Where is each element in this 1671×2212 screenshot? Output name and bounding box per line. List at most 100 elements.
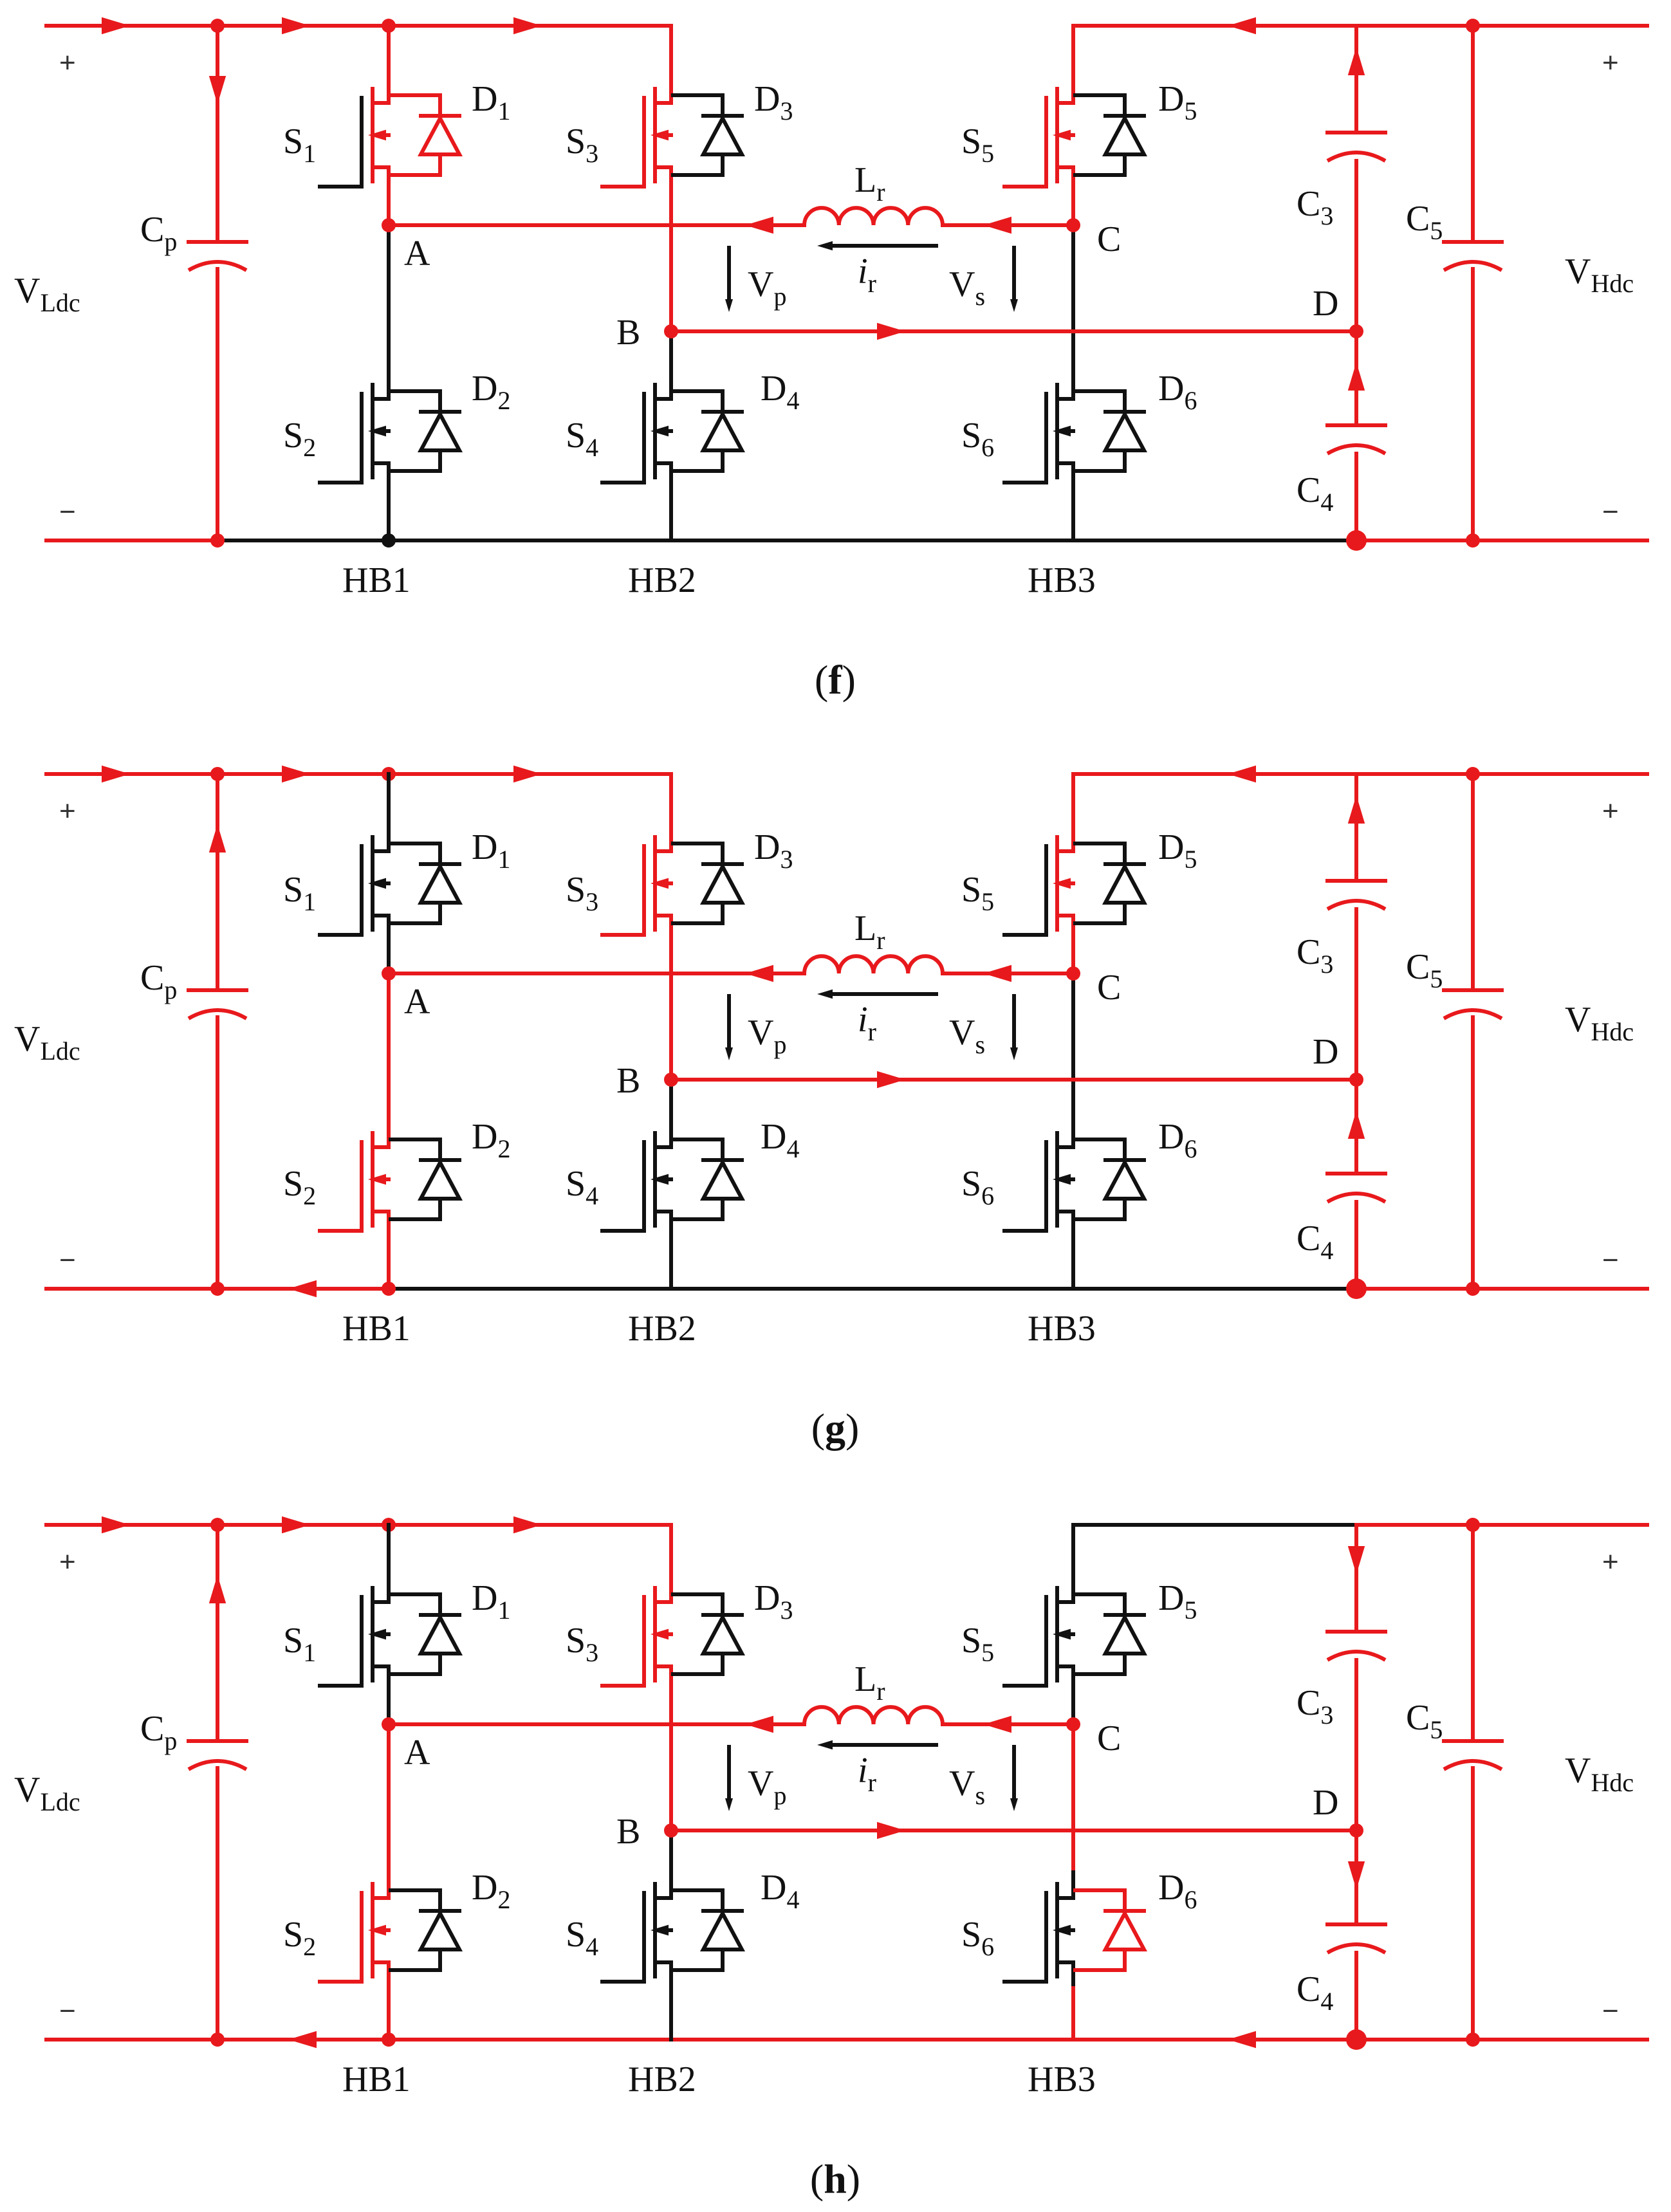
s5-diode-bottom	[1073, 1657, 1127, 1676]
vldc-label: VLdc	[14, 1019, 80, 1065]
d2-label-sub: 2	[497, 1885, 510, 1914]
s4-label-main: S	[566, 1915, 586, 1955]
node-b-label: B	[616, 313, 640, 353]
d1-label: D1	[472, 79, 510, 125]
s1-diode-top	[389, 93, 442, 112]
c3-capacitor-plate-bottom	[1326, 1650, 1387, 1662]
s5-label: S5	[961, 1621, 994, 1667]
c5-label-main: C	[1406, 199, 1430, 239]
d4-label: D4	[761, 1117, 799, 1163]
s3	[600, 75, 746, 195]
vp-label-main: V	[748, 1764, 773, 1803]
s6-label: S6	[961, 416, 994, 462]
s3-label-sub: 3	[586, 139, 598, 168]
c5-label-sub: 5	[1430, 1715, 1443, 1744]
ir-label-sub: r	[868, 269, 876, 298]
d4-label-sub: 4	[786, 1134, 799, 1163]
s1-label: S1	[283, 870, 316, 916]
hb1-label: HB1	[342, 2060, 411, 2099]
ir-arrow-head	[817, 241, 833, 251]
cp-label-main: C	[140, 958, 164, 998]
s1-label-sub: 1	[303, 1638, 316, 1667]
d2-label-main: D	[472, 1117, 497, 1157]
c5-label-sub: 5	[1430, 216, 1443, 245]
s2-diode-bottom	[389, 1203, 442, 1221]
minus-right: −	[1602, 1995, 1619, 2027]
s6-diode-triangle	[1102, 410, 1148, 452]
s3-gate-lead	[600, 921, 646, 937]
top-input-arrow	[102, 765, 130, 783]
d6-label: D6	[1158, 369, 1197, 415]
c4-capacitor	[1325, 1172, 1387, 1204]
ac-arrow-right	[983, 1715, 1011, 1733]
hb2-label: HB2	[628, 2060, 696, 2099]
c3-label: C3	[1297, 184, 1333, 230]
vhdc-label-main: V	[1565, 252, 1591, 291]
s6-gate-lead	[1002, 1968, 1048, 1984]
c3-label: C3	[1297, 1683, 1333, 1729]
d5-label-sub: 5	[1184, 97, 1197, 125]
c5-label-sub: 5	[1430, 964, 1443, 993]
d4-label-main: D	[761, 1868, 786, 1908]
s2-diode-triangle	[417, 1158, 463, 1201]
d5-label: D5	[1158, 1578, 1197, 1625]
s4	[600, 1870, 746, 1990]
lr-label-sub: r	[876, 926, 885, 955]
s5-gate-lead	[1002, 921, 1048, 937]
s6-body-arrow	[1053, 1924, 1071, 1936]
cp-current-arrow	[208, 1575, 226, 1603]
c5-label: C5	[1406, 1698, 1443, 1744]
s2-diode-top	[389, 389, 442, 408]
ac-arrow-left	[745, 216, 773, 234]
s2-label: S2	[283, 416, 316, 462]
c4-label-sub: 4	[1320, 488, 1333, 517]
c4-label-main: C	[1297, 1219, 1320, 1258]
s3-label-main: S	[566, 1621, 586, 1661]
s2	[318, 1120, 463, 1239]
c5-capacitor-plate-bottom	[1443, 1008, 1503, 1020]
s6-diode-bottom	[1073, 1203, 1127, 1221]
lr-inductor	[802, 1705, 945, 1725]
vp-arrow-head	[725, 1798, 733, 1811]
s4-label: S4	[566, 416, 598, 462]
ac-arrow-left	[745, 1715, 773, 1733]
cp-capacitor-plate-bottom	[187, 1008, 248, 1020]
s1-diode-triangle	[417, 114, 463, 156]
s3-label: S3	[566, 122, 598, 168]
lr-label: Lr	[854, 1659, 885, 1706]
s5-label-main: S	[961, 122, 981, 161]
s3-body-arrow	[651, 1628, 669, 1640]
s5	[1002, 824, 1148, 943]
node-c-label: C	[1097, 219, 1121, 259]
s1-label-main: S	[283, 1621, 303, 1661]
s4-diode-top	[671, 1138, 725, 1156]
s6-label-sub: 6	[981, 1181, 994, 1210]
s5-label-sub: 5	[981, 139, 994, 168]
lr-label-main: L	[854, 160, 876, 200]
caption-letter: g	[825, 1405, 845, 1451]
cp-label: Cp	[140, 1709, 177, 1755]
s5-body-arrow	[1053, 129, 1071, 141]
vldc-label-sub: Ldc	[40, 288, 80, 317]
vldc-label-sub: Ldc	[40, 1787, 80, 1816]
vldc-label-main: V	[14, 1019, 40, 1059]
d6-label-sub: 6	[1184, 1885, 1197, 1914]
s1-diode-bottom	[389, 1657, 442, 1676]
vp-label: Vp	[748, 264, 786, 311]
s1	[318, 824, 463, 943]
c4-capacitor-plate-bottom	[1326, 443, 1387, 456]
d2-label: D2	[472, 1117, 510, 1163]
s6-label-main: S	[961, 1164, 981, 1204]
d5-label-main: D	[1158, 1578, 1184, 1618]
s4-diode-bottom	[671, 1203, 725, 1221]
c4-label: C4	[1297, 470, 1333, 517]
bd-arrow	[877, 1071, 905, 1089]
lr-label-sub: r	[876, 178, 885, 207]
ir-arrow-head	[817, 989, 833, 999]
vp-label-sub: p	[773, 282, 786, 311]
s2-diode-bottom	[389, 454, 442, 473]
caption-close: )	[845, 1405, 859, 1451]
c5-capacitor-plate-bottom	[1443, 260, 1503, 272]
s1-diode-top	[389, 842, 442, 860]
d6-label-main: D	[1158, 1117, 1184, 1157]
